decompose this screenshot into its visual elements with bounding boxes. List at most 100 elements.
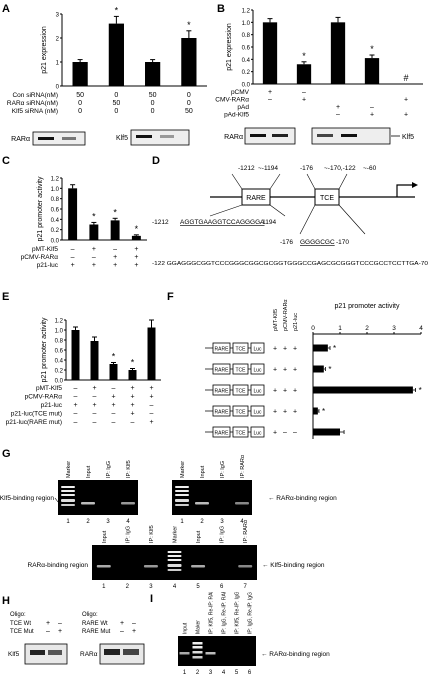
blot-band <box>38 137 54 140</box>
gel-g-top-left-region: Klf5-binding region <box>0 495 54 502</box>
panel-e-ytick-label: 0.4 <box>55 359 64 365</box>
panel-b-ytick-label: 1.0 <box>242 21 251 27</box>
construct-tce <box>232 405 249 417</box>
panel-e-significance: * <box>131 358 135 368</box>
panel-e-row-label: p21-luc(RARE mut) <box>6 419 62 426</box>
callout-line <box>299 204 316 235</box>
panel-e-row-label: p21-luc(TCE mut) <box>11 411 62 418</box>
panel-e-row-value: + <box>149 419 153 426</box>
gel-g-top-right-lane-number: 3 <box>220 519 224 525</box>
construct-rare <box>212 384 231 396</box>
panel-e-row-value: + <box>130 394 134 401</box>
panel-c-row-label: pMT-Klf5 <box>32 246 58 253</box>
panel-c-row-value: + <box>92 246 96 253</box>
gel-g-top-right-band <box>175 490 189 492</box>
gel-g-top-left-lane-number: 4 <box>126 519 130 525</box>
blot-band <box>160 135 174 138</box>
construct-sign: + <box>293 388 297 395</box>
panel-a-row-value: 50 <box>185 108 193 115</box>
panel-e-ytick-label: 0.6 <box>55 349 64 355</box>
panel-f-xtick-label: 4 <box>419 325 423 332</box>
blot-a-left-label: RARα <box>11 136 30 143</box>
panel-e-bar <box>128 370 137 380</box>
panel-e-row-value: – <box>131 419 135 426</box>
gel-g-bottom-lane-number: 4 <box>173 584 177 590</box>
panel-b-row-value: – <box>336 112 340 119</box>
gel-g-top-left-lane-label: Input <box>86 465 92 478</box>
panel-h-right-value: + <box>132 628 136 635</box>
panel-a-bar <box>145 62 161 86</box>
construct-tce <box>232 363 249 375</box>
panel-a-row-label: Con siRNA(nM) <box>12 92 58 99</box>
panel-c-bar <box>68 188 78 240</box>
panel-b-label: B <box>217 3 225 15</box>
gel-g-top-right-lane-label: IP: IgG <box>220 461 226 478</box>
panel-e-ytick-label: 0.2 <box>55 369 64 375</box>
construct-luc-label: Luc <box>253 368 262 374</box>
blot-b-left <box>244 127 296 145</box>
gel-g-bottom-lane-number: 1 <box>102 584 106 590</box>
gel-g-top-left <box>58 480 138 515</box>
construct-sign: + <box>283 367 287 374</box>
panel-a-ytick-label: 0 <box>56 85 60 91</box>
panel-i-lane-number: 1 <box>183 670 187 676</box>
panel-f-col-header: p21-luc <box>293 313 299 331</box>
construct-luc-label: Luc <box>253 389 262 395</box>
pos-label: ~-60 <box>363 165 377 172</box>
panel-e-row-value: + <box>149 394 153 401</box>
construct-sign: + <box>283 388 287 395</box>
gel-g-top-left-band <box>61 504 75 506</box>
gel-g-bottom-lane-label: Marker <box>173 526 179 543</box>
panel-b-ylabel: p21 expression <box>226 23 233 71</box>
construct-tce-label: TCE <box>236 431 247 437</box>
panel-b-ytick-label: 1.2 <box>242 9 251 15</box>
panel-e-row-value: + <box>130 411 134 418</box>
gel-g-top-left-lane-number: 3 <box>106 519 110 525</box>
construct-sign: + <box>273 367 277 374</box>
gel-g-top-right-region: ← RARα-binding region <box>268 495 337 502</box>
panel-e-row-value: + <box>130 385 134 392</box>
tss-arrow <box>396 184 412 197</box>
blot-band <box>317 134 333 137</box>
panel-e-ytick-label: 1.2 <box>55 319 64 325</box>
panel-b-row-value: – <box>302 89 306 96</box>
gel-g-top-left-band <box>61 499 75 502</box>
panel-a-row-value: 0 <box>78 100 82 107</box>
panel-c-row-value: + <box>71 262 75 269</box>
panel-i-band <box>192 642 203 645</box>
gel-g-bottom-band <box>167 551 182 553</box>
panel-b-bar <box>364 58 380 84</box>
gel-g-bottom-band <box>96 565 111 568</box>
panel-e-row-value: – <box>74 385 78 392</box>
gel-g-bottom-lane-number: 2 <box>126 584 130 590</box>
construct-tce <box>232 426 249 438</box>
panel-b-row-value: + <box>268 89 272 96</box>
gel-g-bottom-lane-number: 3 <box>149 584 153 590</box>
panel-b-bar <box>296 64 312 84</box>
gel-g-top-right-band <box>175 494 189 496</box>
panel-a-ytick-label: 3 <box>56 13 60 19</box>
panel-a-row-value: 0 <box>114 92 118 99</box>
gel-g-top-right-lane-number: 1 <box>180 519 184 525</box>
gel-g-bottom-lane-number: 6 <box>220 584 224 590</box>
panel-h-right-value: – <box>132 620 136 627</box>
panel-e-row-value: – <box>93 419 97 426</box>
gel-g-top-right-band <box>175 486 189 488</box>
panel-e-row-value: + <box>92 402 96 409</box>
construct-sign: + <box>293 346 297 353</box>
construct-luc <box>250 426 265 438</box>
panel-f-bar <box>313 407 318 415</box>
gel-g-top-right-lane-label: Input <box>200 465 206 478</box>
panel-c-significance: * <box>135 224 139 234</box>
panel-i-lane-number: 5 <box>235 670 239 676</box>
construct-tce-label: TCE <box>236 410 247 416</box>
gel-g-top-right-lane-number: 2 <box>200 519 204 525</box>
pos-label: ~-1194 <box>258 165 278 172</box>
